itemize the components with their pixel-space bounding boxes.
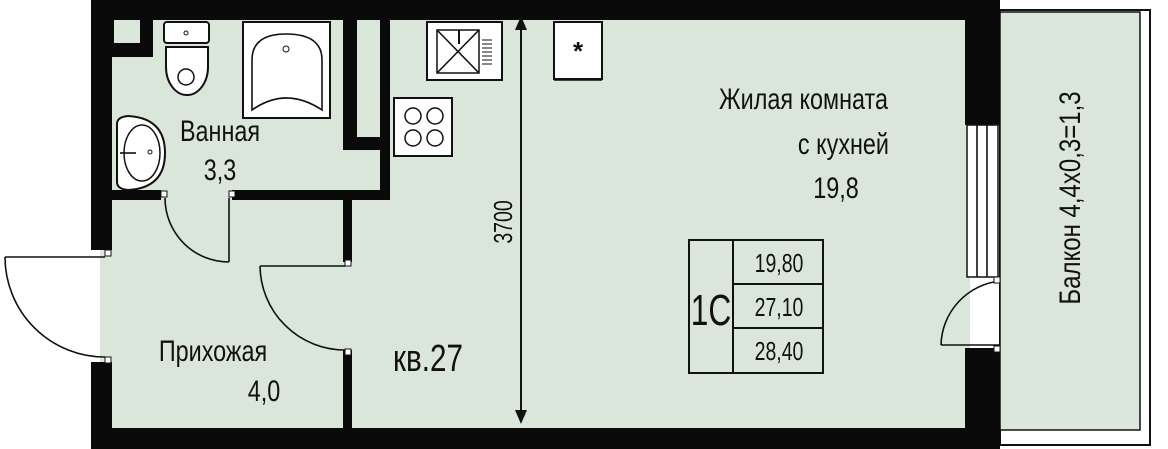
toilet-icon bbox=[163, 21, 210, 96]
hallway-area: 4,0 bbox=[248, 374, 281, 407]
apartment-type: 1С bbox=[691, 286, 731, 335]
area-summary-table: 1С 19,80 27,10 28,40 bbox=[688, 239, 824, 374]
floor-area bbox=[100, 15, 970, 435]
living-name-line1: Жилая комната bbox=[719, 82, 888, 115]
living-area-value: 19,80 bbox=[755, 248, 804, 277]
balcony-label: Балкон 4,4х0,3=1,3 bbox=[1052, 91, 1086, 304]
bathroom-name: Ванная bbox=[180, 114, 260, 147]
bathtub-icon bbox=[242, 21, 331, 119]
bathroom-door[interactable] bbox=[160, 190, 236, 263]
dimension-label: 3700 bbox=[488, 200, 517, 243]
apartment-number: кв.27 bbox=[393, 338, 463, 380]
room-door[interactable] bbox=[259, 259, 352, 356]
living-name-line2: с кухней bbox=[798, 127, 889, 160]
kitchen-sink-icon bbox=[426, 21, 503, 81]
entrance-door[interactable] bbox=[4, 249, 112, 364]
svg-text:*: * bbox=[573, 36, 584, 66]
balcony-door[interactable] bbox=[940, 276, 1001, 353]
balcony bbox=[999, 9, 1151, 446]
walls bbox=[91, 0, 1000, 449]
washbasin-icon bbox=[116, 114, 167, 192]
dimension-line: 3700 bbox=[488, 16, 527, 424]
stove-icon bbox=[393, 97, 453, 157]
fridge-icon: * bbox=[553, 21, 603, 81]
living-area: 19,8 bbox=[813, 171, 859, 204]
total-with-balcony-value: 28,40 bbox=[755, 336, 804, 365]
hallway-name: Прихожая bbox=[159, 334, 267, 367]
balcony-window bbox=[966, 124, 999, 278]
total-area-value: 27,10 bbox=[755, 292, 804, 321]
bathroom-area: 3,3 bbox=[204, 153, 237, 186]
